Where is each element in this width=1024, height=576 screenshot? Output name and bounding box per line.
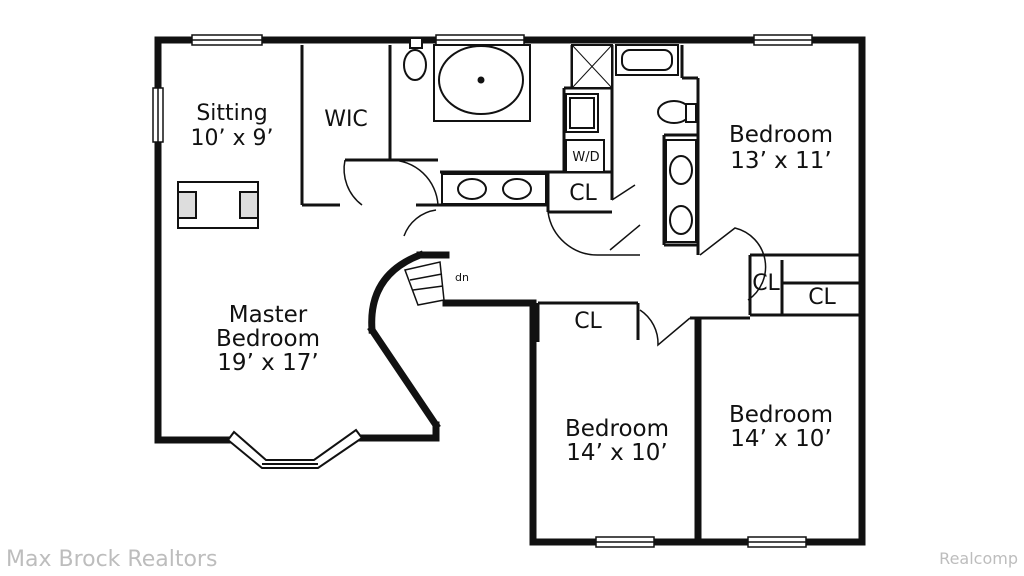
bay-window <box>226 428 364 469</box>
bedroom-s1-size: 14’ x 10’ <box>566 440 667 466</box>
bath-closet-label: CL <box>569 181 597 206</box>
bedroom-s2-label: Bedroom <box>729 402 833 428</box>
washer-dryer <box>565 139 605 173</box>
sitting-room-size: 10’ x 9’ <box>191 126 274 151</box>
sink-icon <box>669 155 693 185</box>
bath-fixtures <box>177 37 697 243</box>
master-bedroom-label-1: Master <box>229 302 308 328</box>
hall-closet-label-3: CL <box>808 285 836 310</box>
sitting-room-label: Sitting <box>196 101 267 126</box>
watermark-left: Max Brock Realtors <box>6 547 218 572</box>
bedroom-s2-size: 14’ x 10’ <box>730 426 831 452</box>
watermark-right: Realcomp <box>939 549 1018 568</box>
door-swings <box>343 159 767 347</box>
sink-icon <box>502 178 532 200</box>
wic-label: WIC <box>324 107 368 132</box>
hall-closet-label-1: CL <box>574 309 602 334</box>
washer-dryer-label: W/D <box>572 150 599 165</box>
hall-closet-label-2: CL <box>752 271 780 296</box>
sink-icon <box>669 205 693 235</box>
stairs-down-label: dn <box>455 271 469 284</box>
windows <box>152 34 813 548</box>
toilet-icon <box>403 49 427 81</box>
master-bedroom-label-2: Bedroom <box>216 326 320 352</box>
sink-icon <box>457 178 487 200</box>
bedroom-s1-label: Bedroom <box>565 416 669 442</box>
master-bedroom-size: 19’ x 17’ <box>217 350 318 376</box>
bedroom-ne-label: Bedroom <box>729 122 833 148</box>
bedroom-ne-size: 13’ x 11’ <box>730 148 831 174</box>
staircase <box>403 261 445 306</box>
